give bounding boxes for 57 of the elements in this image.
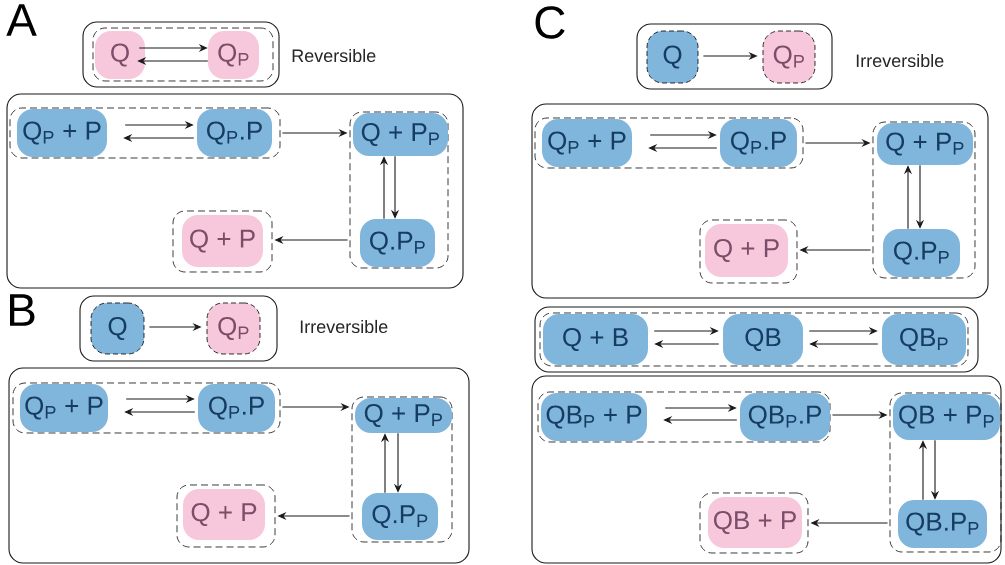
dashed-group-box <box>534 117 804 169</box>
species-bubble: Q + P$_{P}$ <box>353 113 448 156</box>
species-bubble: Q + P <box>705 224 788 277</box>
dashed-group-box <box>699 219 798 284</box>
species-bubble: Q.P$_{P}$ <box>360 219 435 267</box>
species-bubble: Q$_{P}$ <box>206 302 261 355</box>
panel-letter: A <box>6 4 37 36</box>
dashed-group-box <box>351 396 453 543</box>
species-bubble: Q <box>95 31 145 79</box>
species-bubble: Q + P$_{P}$ <box>877 123 973 165</box>
panel-letter: B <box>10 294 35 326</box>
species-bubble: Q$_{P}$ + P <box>20 384 108 432</box>
species-bubble: Q$_{P}$ + P <box>542 119 632 167</box>
species-bubble: Q$_{P}$.P <box>198 384 275 432</box>
species-bubble: Q <box>90 302 145 355</box>
species-bubble: Q$_{P}$ + P <box>17 109 107 157</box>
species-bubble: Q + P$_{P}$ <box>355 398 452 433</box>
species-bubble: QB + P <box>708 497 802 548</box>
species-bubble: Q.P$_{P}$ <box>883 229 960 277</box>
species-bubble: QB$_{P}$ <box>882 314 966 365</box>
species-bubble: QB$_{P}$ + P <box>541 393 647 441</box>
mode-label: Reversible <box>292 48 376 63</box>
reaction-panel <box>531 375 1002 564</box>
dashed-group-box <box>889 392 1002 553</box>
reaction-panel <box>8 367 470 564</box>
species-bubble: Q <box>646 30 699 84</box>
reaction-panel <box>531 103 989 299</box>
species-bubble: QB <box>723 314 803 365</box>
dashed-group-box <box>349 111 449 269</box>
species-bubble: Q$_{P}$ <box>208 31 259 79</box>
species-bubble: Q + P <box>183 489 265 540</box>
mode-label: Irreversible <box>300 319 388 334</box>
reaction-panel <box>6 93 464 289</box>
dashed-group-box <box>176 484 276 548</box>
species-bubble: QB$_{P}$.P <box>740 393 830 441</box>
reaction-panel <box>82 21 280 88</box>
reaction-panel <box>636 23 833 90</box>
reaction-panel <box>534 306 979 373</box>
dashed-group-box <box>12 382 281 434</box>
species-bubble: Q$_{P}$.P <box>720 119 797 167</box>
dashed-group-box <box>172 210 273 273</box>
dashed-group-box <box>539 312 969 367</box>
species-bubble: QB.P$_{P}$ <box>898 500 987 548</box>
species-bubble: Q$_{P}$.P <box>197 109 272 157</box>
species-bubble: Q + P <box>182 215 263 267</box>
dashed-group-box <box>537 391 831 443</box>
dashed-group-box <box>92 27 274 82</box>
mode-label: Irreversible <box>856 53 944 68</box>
reaction-panel <box>79 295 278 362</box>
species-bubble: Q.P$_{P}$ <box>362 493 438 540</box>
species-bubble: QB + P$_{P}$ <box>893 394 1000 440</box>
species-bubble: Q + B <box>543 314 648 365</box>
dashed-group-box <box>699 492 809 554</box>
species-bubble: Q$_{P}$ <box>762 30 816 84</box>
panel-letter: C <box>535 6 565 39</box>
dashed-group-box <box>872 121 976 279</box>
dashed-group-box <box>9 107 281 159</box>
